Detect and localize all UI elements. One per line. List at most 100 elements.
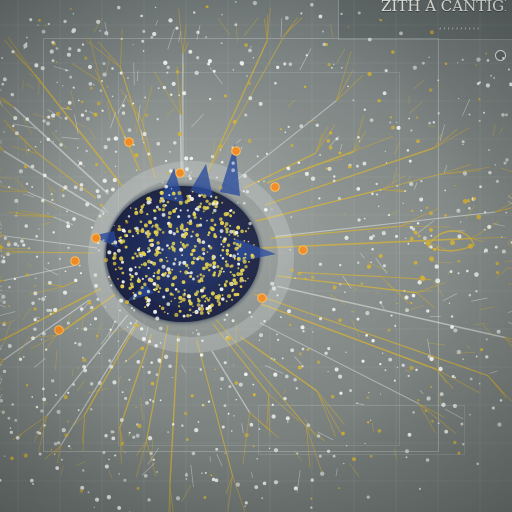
outer-network-node xyxy=(150,35,154,39)
core-node xyxy=(186,221,189,224)
core-node xyxy=(113,252,116,255)
outer-network-node xyxy=(63,395,68,400)
circle-outline-icon[interactable] xyxy=(495,50,506,61)
outer-network-node xyxy=(97,249,101,252)
core-node xyxy=(201,279,204,283)
network-spoke-edge xyxy=(233,100,337,183)
outer-network-node xyxy=(457,272,460,275)
network-branch-edge xyxy=(398,222,412,227)
core-node xyxy=(225,248,230,253)
core-node xyxy=(221,256,225,260)
network-branch-edge xyxy=(37,415,48,453)
short-network-link xyxy=(407,175,411,183)
outer-network-node xyxy=(235,398,238,401)
network-branch-edge xyxy=(438,163,472,176)
core-node xyxy=(233,257,236,260)
outer-network-node xyxy=(261,497,264,500)
network-branch-edge xyxy=(504,337,512,339)
outer-network-node xyxy=(256,155,259,158)
outer-network-node xyxy=(95,189,100,193)
outer-network-node xyxy=(358,140,361,142)
outer-network-node xyxy=(430,234,433,237)
outer-network-node xyxy=(159,342,162,344)
core-node xyxy=(136,278,141,283)
outer-network-node xyxy=(244,432,249,438)
outer-network-node xyxy=(487,224,492,230)
short-network-link xyxy=(504,260,512,262)
outer-network-node xyxy=(310,176,316,181)
core-node xyxy=(131,235,135,238)
short-network-link xyxy=(348,145,361,156)
outer-network-node xyxy=(258,428,261,431)
outer-network-node xyxy=(87,491,90,494)
outer-network-node xyxy=(56,81,58,84)
right-cluster-node xyxy=(466,199,471,203)
core-node xyxy=(147,259,151,264)
short-network-link xyxy=(61,465,64,475)
network-branch-edge xyxy=(13,215,54,218)
outer-network-node xyxy=(51,379,55,383)
core-node xyxy=(236,272,241,277)
network-branch-edge xyxy=(135,440,147,478)
outer-network-node xyxy=(41,296,46,302)
core-node xyxy=(236,253,239,255)
core-node xyxy=(174,197,177,200)
outer-network-node xyxy=(115,353,117,355)
core-node xyxy=(188,308,192,312)
outer-network-node xyxy=(214,478,219,483)
network-branch-edge xyxy=(97,41,121,68)
core-node xyxy=(189,271,193,275)
outer-network-node xyxy=(310,3,314,7)
outer-network-node xyxy=(4,455,6,457)
core-node xyxy=(124,245,128,249)
outer-network-node xyxy=(102,62,106,66)
outer-network-node xyxy=(67,246,70,249)
core-node xyxy=(197,297,200,300)
core-node xyxy=(178,200,183,205)
network-branch-edge xyxy=(3,39,36,75)
short-network-link xyxy=(443,164,448,173)
short-network-link xyxy=(96,322,102,341)
outer-network-node xyxy=(68,47,72,51)
core-node xyxy=(193,211,196,214)
core-node xyxy=(152,288,155,291)
core-node xyxy=(236,225,241,230)
core-node xyxy=(166,274,170,278)
outer-network-node xyxy=(279,127,283,131)
core-node xyxy=(179,300,183,303)
outer-network-node xyxy=(457,451,461,455)
outer-network-node xyxy=(245,190,249,194)
outer-network-node xyxy=(357,11,361,15)
outer-network-node xyxy=(265,152,268,155)
core-node xyxy=(213,232,217,236)
outer-network-node xyxy=(318,262,323,266)
outer-network-node xyxy=(290,216,293,219)
core-node xyxy=(199,273,203,276)
core-node xyxy=(202,274,205,278)
short-network-link xyxy=(375,257,388,274)
outer-network-node xyxy=(109,278,112,280)
core-node xyxy=(192,212,197,217)
outer-network-node xyxy=(16,244,20,248)
header-title: ZITH A CANTIGH xyxy=(381,0,506,15)
outer-network-node xyxy=(357,218,361,222)
outer-network-node xyxy=(385,162,388,164)
network-branch-edge xyxy=(56,445,62,464)
outer-network-node xyxy=(482,111,485,114)
outer-network-node xyxy=(281,357,284,360)
core-node xyxy=(140,285,144,290)
core-node xyxy=(128,267,133,272)
network-spoke-edge xyxy=(145,325,169,442)
network-branch-edge xyxy=(12,415,48,441)
core-node xyxy=(200,256,205,261)
outer-network-node xyxy=(119,309,121,312)
short-network-link xyxy=(507,310,512,314)
outer-network-node xyxy=(147,498,151,502)
outer-network-node xyxy=(403,289,406,292)
short-network-link xyxy=(0,321,3,323)
outer-network-node xyxy=(199,368,202,371)
outer-network-node xyxy=(10,92,15,97)
outer-network-node xyxy=(47,115,51,119)
outer-network-node xyxy=(72,86,75,89)
orange-highlight-node xyxy=(91,233,101,243)
